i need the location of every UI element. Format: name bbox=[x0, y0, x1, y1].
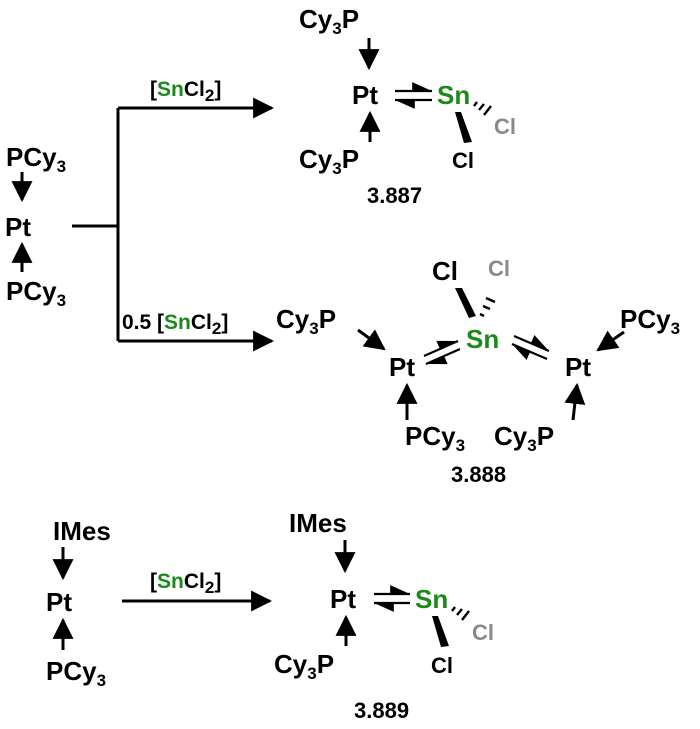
atom-sn: Sn bbox=[415, 584, 448, 614]
atom-pt-right: Pt bbox=[565, 352, 591, 382]
atom-cl-back: Cl bbox=[494, 114, 516, 139]
ligand-cy3p-top: Cy3P bbox=[299, 4, 359, 38]
atom-pt: Pt bbox=[46, 587, 72, 617]
equilibrium-arrow-back bbox=[511, 342, 548, 361]
ligand-imes: IMes bbox=[53, 516, 111, 546]
dative-bond-arrow bbox=[564, 382, 586, 421]
wedge-bond bbox=[432, 616, 449, 647]
ligand-cy3p-left: Cy3P bbox=[276, 304, 336, 338]
product-3-887: Cy3P Pt Cy3P Sn Cl Cl 3.887 bbox=[299, 4, 516, 208]
compound-number: 3.888 bbox=[451, 462, 506, 487]
ligand-pcy3: PCy3 bbox=[46, 656, 106, 690]
equilibrium-arrow-forward bbox=[423, 339, 459, 358]
atom-cl-back: Cl bbox=[472, 620, 494, 645]
ligand-pcy3-right: PCy3 bbox=[620, 304, 680, 338]
atom-cl-back: Cl bbox=[488, 256, 510, 281]
equilibrium-arrow-forward bbox=[513, 334, 550, 353]
compound-number: 3.887 bbox=[367, 183, 422, 208]
ligand-cy3p-bottom: Cy3P bbox=[299, 144, 359, 178]
compound-number: 3.889 bbox=[354, 698, 409, 723]
ligand-pcy3-bottom-left: PCy3 bbox=[405, 421, 465, 455]
dative-bond-arrow bbox=[596, 330, 625, 352]
reactant-pt-imes-pcy3: IMes Pt PCy3 bbox=[46, 516, 111, 690]
ligand-cy3p-bottom-right: Cy3P bbox=[494, 421, 554, 455]
reactant-pt-pcy3-2: PCy3 Pt PCy3 bbox=[5, 142, 66, 310]
hashed-bond bbox=[451, 606, 470, 621]
hashed-bond bbox=[479, 296, 496, 318]
atom-cl-front: Cl bbox=[431, 653, 453, 678]
product-3-888: Cl Cl Sn Cy3P Pt PCy3 PCy3 Pt Cy3P 3.888 bbox=[276, 256, 680, 487]
ligand-pcy3-bottom: PCy3 bbox=[6, 276, 66, 310]
atom-cl-front: Cl bbox=[432, 256, 458, 286]
reagent-sncl2-top: [SnCl2] bbox=[150, 78, 221, 105]
wedge-bond bbox=[455, 288, 476, 318]
ligand-pcy3-top: PCy3 bbox=[6, 142, 66, 176]
reagent-half-sncl2: 0.5 [SnCl2] bbox=[122, 311, 228, 338]
reagent-sncl2-third: [SnCl2] bbox=[150, 570, 221, 597]
atom-pt-left: Pt bbox=[389, 352, 415, 382]
ligand-cy3p: Cy3P bbox=[274, 649, 334, 683]
branching-reaction-arrows bbox=[72, 97, 275, 352]
atom-pt: Pt bbox=[5, 212, 31, 242]
equilibrium-arrow-back bbox=[425, 347, 461, 366]
wedge-bond bbox=[455, 112, 472, 143]
hashed-bond bbox=[473, 101, 492, 116]
atom-pt: Pt bbox=[352, 80, 378, 110]
product-3-889: IMes Pt Cy3P Sn Cl Cl 3.889 bbox=[274, 508, 494, 723]
ligand-imes: IMes bbox=[289, 508, 347, 538]
atom-sn: Sn bbox=[466, 324, 499, 354]
atom-sn: Sn bbox=[437, 80, 470, 110]
atom-pt: Pt bbox=[330, 584, 356, 614]
dative-bond-arrow bbox=[357, 328, 386, 351]
atom-cl-front: Cl bbox=[452, 148, 474, 173]
